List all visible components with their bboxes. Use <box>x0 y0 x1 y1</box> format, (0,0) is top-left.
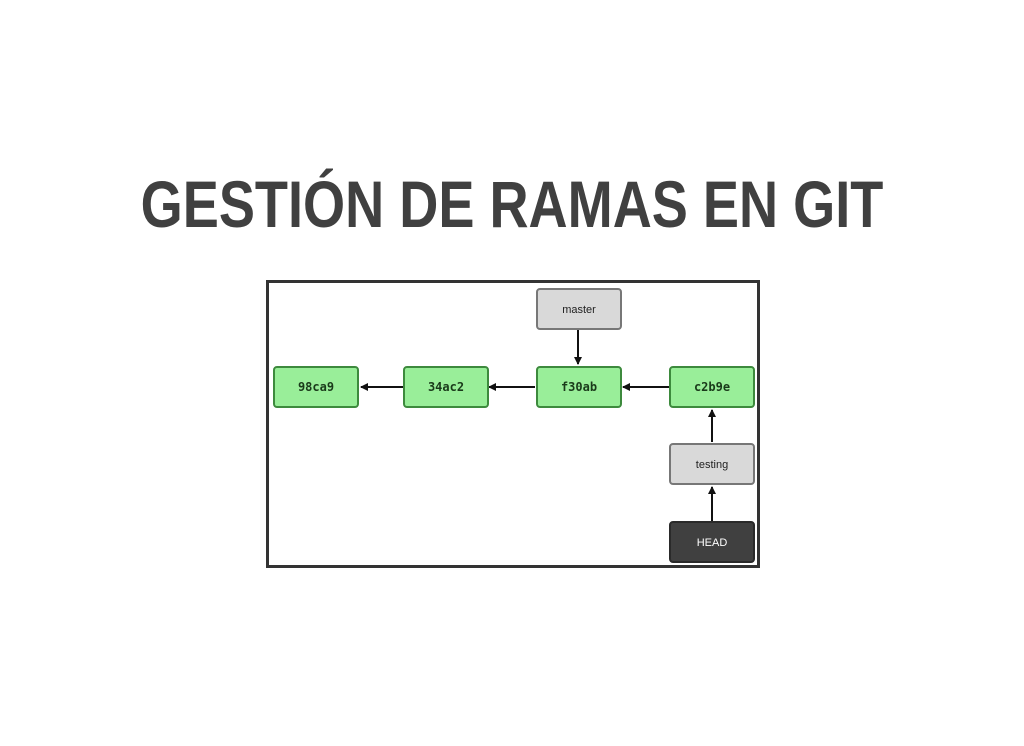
commit-node: c2b9e <box>669 366 755 408</box>
commit-node: 34ac2 <box>403 366 489 408</box>
git-branch-diagram: 98ca9 34ac2 f30ab c2b9e master testing <box>266 280 760 568</box>
head-label: HEAD <box>697 537 728 549</box>
commit-id: c2b9e <box>694 380 730 394</box>
commit-id: 98ca9 <box>298 380 334 394</box>
commit-id: f30ab <box>561 380 597 394</box>
commit-node: f30ab <box>536 366 622 408</box>
commit-node: 98ca9 <box>273 366 359 408</box>
branch-master: master <box>536 288 622 330</box>
commit-id: 34ac2 <box>428 380 464 394</box>
branch-label: testing <box>696 459 728 471</box>
diagram-canvas: 98ca9 34ac2 f30ab c2b9e master testing <box>273 288 755 563</box>
head-pointer: HEAD <box>669 521 755 563</box>
branch-testing: testing <box>669 443 755 485</box>
page-title: GESTIÓN DE RAMAS EN GIT <box>140 167 884 241</box>
branch-label: master <box>562 304 596 316</box>
